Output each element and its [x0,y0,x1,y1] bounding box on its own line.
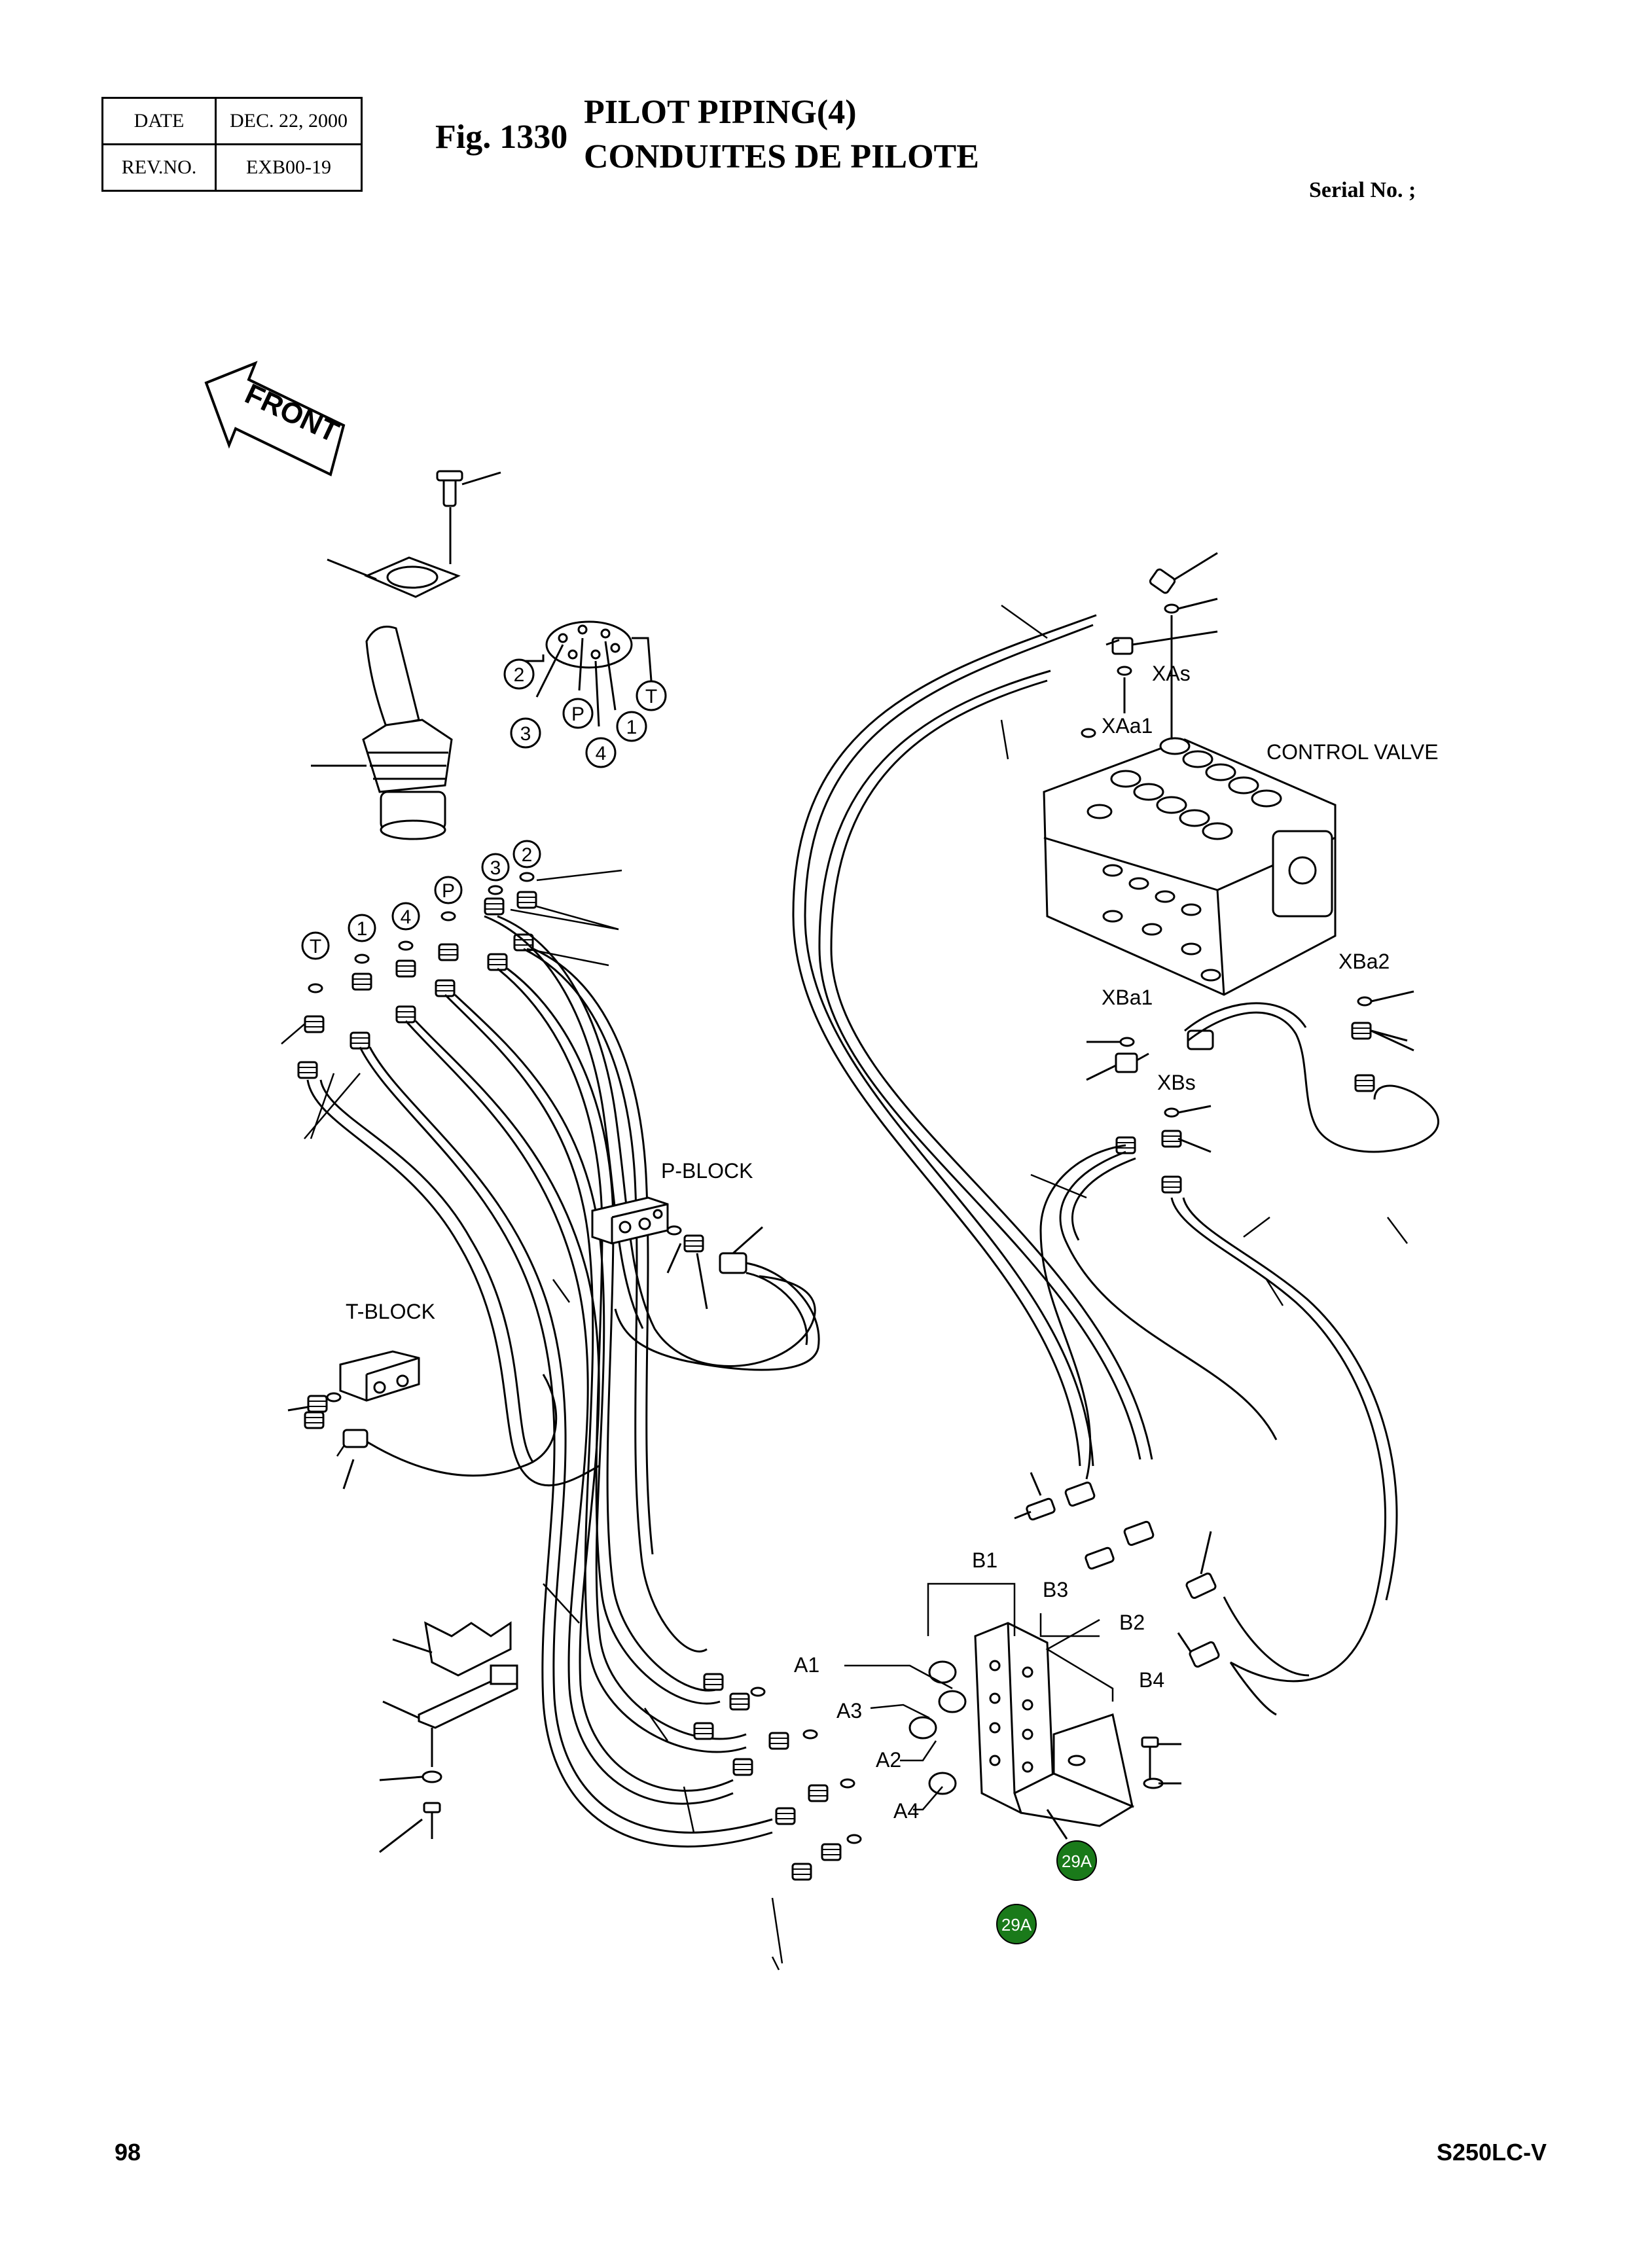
label-a2: A2 [876,1748,901,1772]
front-arrow: FRONT [204,361,346,476]
joystick-assembly [311,470,501,840]
port-layout-disc [524,620,653,727]
mounting-bracket [908,1622,1181,1840]
date-value: DEC. 22, 2000 [215,97,363,145]
p-block [591,1196,820,1371]
svg-text:T: T [310,936,321,957]
kit-badge-1: 29A [1056,1840,1097,1881]
port-labels: XAs XAa1 XBa2 XBa1 XBs B1 B3 B2 B4 A1 A3… [794,662,1390,1823]
label-b2: B2 [1119,1611,1145,1634]
page-number: 98 [115,2139,141,2166]
label-xbs: XBs [1157,1071,1196,1094]
svg-text:1: 1 [357,918,368,940]
b-fittings [1014,1472,1310,1716]
t-block-label: T-BLOCK [346,1300,435,1323]
label-leaders [844,1582,1114,1811]
label-b3: B3 [1043,1578,1068,1601]
svg-text:29A: 29A [1062,1851,1092,1871]
serial-number-label: Serial No. ; [1309,178,1416,202]
svg-text:4: 4 [596,743,607,764]
a-fittings [693,1673,862,1881]
label-b1: B1 [972,1548,997,1572]
svg-text:T: T [645,686,657,707]
figure-number: Fig. 1330 [435,118,568,156]
label-xba2: XBa2 [1338,950,1390,973]
title-english: PILOT PIPING(4) [584,94,857,131]
title-french: CONDUITES DE PILOTE [584,138,979,175]
date-label: DATE [101,97,217,145]
svg-text:2: 2 [514,664,525,686]
kit-badge-2: 29A [996,1904,1037,1944]
label-a3: A3 [836,1699,862,1723]
pilot-hoses [306,915,816,1848]
revision-table: DATE DEC. 22, 2000 REV.NO. EXB00-19 [101,97,363,192]
svg-text:4: 4 [401,906,412,928]
label-a4: A4 [893,1799,919,1823]
p-block-label: P-BLOCK [661,1159,753,1183]
control-valve [1043,737,1337,996]
hose-clamps [379,1621,518,1853]
svg-text:1: 1 [626,717,637,738]
t-block [287,1350,420,1490]
svg-text:P: P [571,704,584,725]
control-valve-label: CONTROL VALVE [1266,740,1439,764]
port-callouts-fittings: 3 2 P 4 1 T [301,840,541,960]
label-a1: A1 [794,1653,819,1677]
port-callouts-top: 2 P T 3 1 4 [503,658,667,768]
label-xba1: XBa1 [1102,986,1153,1009]
svg-text:3: 3 [520,723,531,745]
svg-text:29A: 29A [1001,1915,1032,1935]
label-xaa1: XAa1 [1102,714,1153,738]
valve-hose-leaders [1000,604,1408,1306]
rev-label: REV.NO. [101,143,217,192]
svg-text:P: P [442,880,455,902]
svg-text:2: 2 [522,844,533,866]
valve-hoses [792,614,1439,1683]
rev-value: EXB00-19 [215,143,363,192]
svg-text:3: 3 [490,857,501,879]
label-xas: XAs [1152,662,1191,685]
model-number: S250LC-V [1437,2139,1547,2166]
label-b4: B4 [1139,1668,1164,1692]
